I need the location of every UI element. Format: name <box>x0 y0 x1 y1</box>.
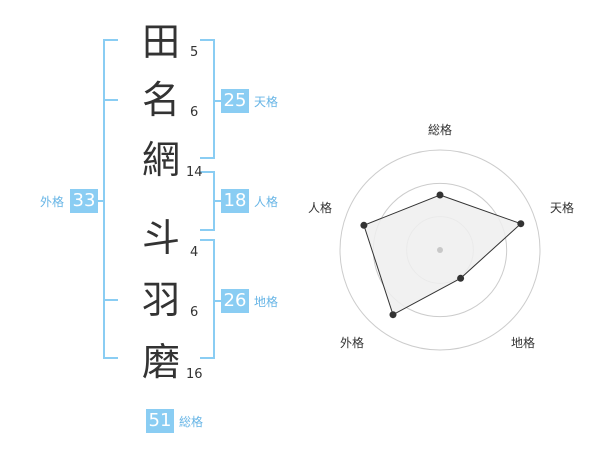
jinkaku-value: 18 <box>221 189 249 213</box>
radar-axis-label-tenkaku: 天格 <box>550 201 575 215</box>
chikaku-value: 26 <box>221 289 249 313</box>
gaikaku-bracket <box>103 39 118 359</box>
radar-axis-label-jinkaku: 人格 <box>308 201 333 215</box>
stroke-count-3: 14 <box>186 165 203 180</box>
radar-point-4 <box>389 311 397 319</box>
gaikaku-value: 33 <box>70 189 98 213</box>
radar-point-2 <box>517 220 525 228</box>
name-char-4: 斗 <box>141 216 180 260</box>
chikaku-bracket <box>200 239 215 359</box>
stroke-count-6: 16 <box>186 367 203 382</box>
radar-axis-label-chikaku: 地格 <box>511 336 536 350</box>
gaikaku-label: 外格 <box>40 195 65 209</box>
name-char-3: 網 <box>141 138 180 182</box>
tenkaku-label: 天格 <box>254 95 279 109</box>
soukaku-value: 51 <box>146 409 174 433</box>
radar-series-polygon <box>363 194 522 316</box>
radar-point-5 <box>360 221 368 229</box>
chikaku-label: 地格 <box>254 295 279 309</box>
radar-center-point <box>437 247 443 253</box>
radar-ring-3 <box>339 149 541 351</box>
stroke-count-1: 5 <box>190 45 199 60</box>
name-char-5: 羽 <box>141 278 180 322</box>
tenkaku-value: 25 <box>221 89 249 113</box>
tenkaku-bracket <box>200 39 215 159</box>
radar-axis-label-gaikaku: 外格 <box>340 336 365 350</box>
stroke-count-5: 6 <box>190 305 199 320</box>
stroke-count-4: 4 <box>190 245 199 260</box>
jinkaku-label: 人格 <box>254 195 279 209</box>
radar-point-1 <box>436 191 444 199</box>
soukaku-label: 総格 <box>179 415 204 429</box>
radar-point-3 <box>457 274 465 282</box>
name-char-6: 磨 <box>141 340 180 384</box>
name-char-1: 田 <box>141 20 180 64</box>
stroke-count-2: 6 <box>190 105 199 120</box>
radar-axis-label-soukaku: 総格 <box>428 123 453 137</box>
name-char-2: 名 <box>141 78 180 122</box>
